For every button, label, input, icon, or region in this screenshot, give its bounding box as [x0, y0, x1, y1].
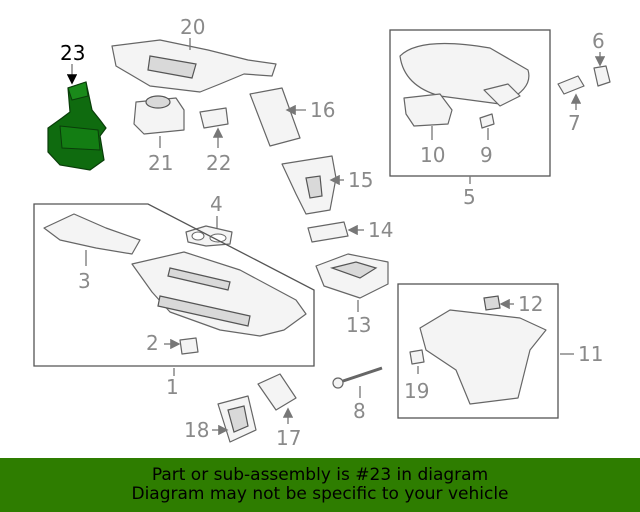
callout-5[interactable]: 5 [463, 185, 476, 209]
part-20-trim[interactable] [111, 39, 277, 93]
banner-line-2: Diagram may not be specific to your vehi… [131, 484, 509, 504]
group-box-11 [397, 283, 559, 419]
part-22-switch[interactable] [199, 107, 229, 129]
callout-16[interactable]: 16 [310, 98, 335, 122]
group-box-1 [33, 203, 315, 367]
part-16-panel[interactable] [249, 87, 301, 147]
part-14-insert[interactable] [307, 221, 349, 243]
callout-6[interactable]: 6 [592, 29, 605, 53]
info-banner: Part or sub-assembly is #23 in diagram D… [0, 458, 640, 512]
callout-3[interactable]: 3 [78, 269, 91, 293]
callout-8[interactable]: 8 [353, 399, 366, 423]
callout-21[interactable]: 21 [148, 151, 173, 175]
callout-15[interactable]: 15 [348, 168, 373, 192]
callout-13[interactable]: 13 [346, 313, 371, 337]
part-6-stopper[interactable] [593, 65, 611, 87]
part-13-tray[interactable] [315, 253, 389, 299]
part-15-cover[interactable] [281, 155, 337, 215]
part-1-console-body[interactable] [131, 251, 307, 337]
part-12-clip[interactable] [483, 295, 501, 311]
part-23-shifter[interactable] [47, 81, 107, 171]
callout-18[interactable]: 18 [184, 418, 209, 442]
callout-19[interactable]: 19 [404, 379, 429, 403]
callout-7[interactable]: 7 [568, 111, 581, 135]
part-21-control-unit[interactable] [133, 95, 185, 135]
part-10-latch[interactable] [403, 93, 453, 127]
banner-line-1: Part or sub-assembly is #23 in diagram [151, 465, 489, 485]
callout-1[interactable]: 1 [166, 375, 179, 399]
callout-22[interactable]: 22 [206, 151, 231, 175]
parts-diagram: 23 20 21 22 16 15 14 13 [33, 15, 611, 450]
part-3-side-trim[interactable] [43, 213, 141, 255]
callout-20[interactable]: 20 [180, 15, 205, 39]
callout-4[interactable]: 4 [210, 192, 223, 216]
part-18-bezel[interactable] [217, 395, 257, 443]
callout-12[interactable]: 12 [518, 292, 543, 316]
part-9-pad[interactable] [479, 113, 495, 129]
part-2-clip[interactable] [179, 337, 199, 355]
part-19-clip[interactable] [409, 349, 425, 365]
callout-9[interactable]: 9 [480, 143, 493, 167]
part-8-bolt[interactable] [332, 366, 383, 389]
callout-10[interactable]: 10 [420, 143, 445, 167]
part-17-bracket[interactable] [257, 373, 297, 411]
part-11-bin[interactable] [419, 309, 547, 405]
part-7-damper[interactable] [557, 75, 585, 95]
callout-14[interactable]: 14 [368, 218, 393, 242]
callout-23[interactable]: 23 [60, 41, 85, 65]
callout-2[interactable]: 2 [146, 331, 159, 355]
callout-17[interactable]: 17 [276, 426, 301, 450]
part-5-armrest[interactable] [399, 42, 530, 107]
callout-11[interactable]: 11 [578, 342, 603, 366]
